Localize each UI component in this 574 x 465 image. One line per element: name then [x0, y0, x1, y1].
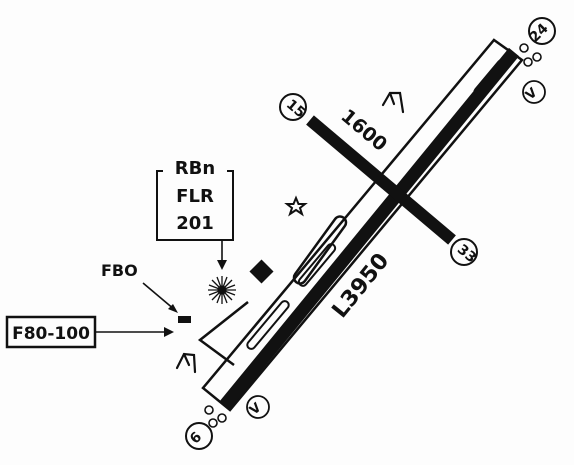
- fbo-marker: [178, 316, 191, 323]
- building-icon: [249, 259, 274, 284]
- runway-6-24: [219, 47, 520, 410]
- fuel-label: F80-100: [12, 324, 90, 344]
- fuel-box: F80-100: [5, 315, 174, 349]
- vasi-24: V: [522, 80, 546, 104]
- info-line-1: RBn: [175, 158, 215, 179]
- windsock-icon: [175, 352, 197, 374]
- taxiway-slot-lower: [246, 300, 290, 350]
- runway-end-24: 24: [527, 17, 556, 46]
- beacon-star-icon: [284, 195, 308, 217]
- fbo-label: FBO: [101, 261, 138, 280]
- windsock-icon: [381, 91, 405, 114]
- rotating-beacon-icon: [208, 276, 236, 304]
- runway-end-33: 33: [450, 238, 479, 266]
- apron-slot: [292, 215, 348, 285]
- info-line-2: FLR: [176, 186, 214, 207]
- runway-light-icon: [519, 43, 542, 67]
- runway-end-6: 6: [185, 422, 213, 450]
- runway-end-15: 15: [279, 93, 308, 121]
- fbo-arrow: [142, 282, 178, 313]
- runway-15-33: [306, 115, 456, 245]
- info-line-3: 201: [176, 213, 214, 234]
- apron-outline: [197, 301, 249, 367]
- taxiway-slot-mid: [297, 243, 337, 287]
- vasi-6: V: [246, 395, 270, 419]
- runway-light-icon: [204, 405, 227, 428]
- info-box: RBn FLR 201: [156, 158, 234, 270]
